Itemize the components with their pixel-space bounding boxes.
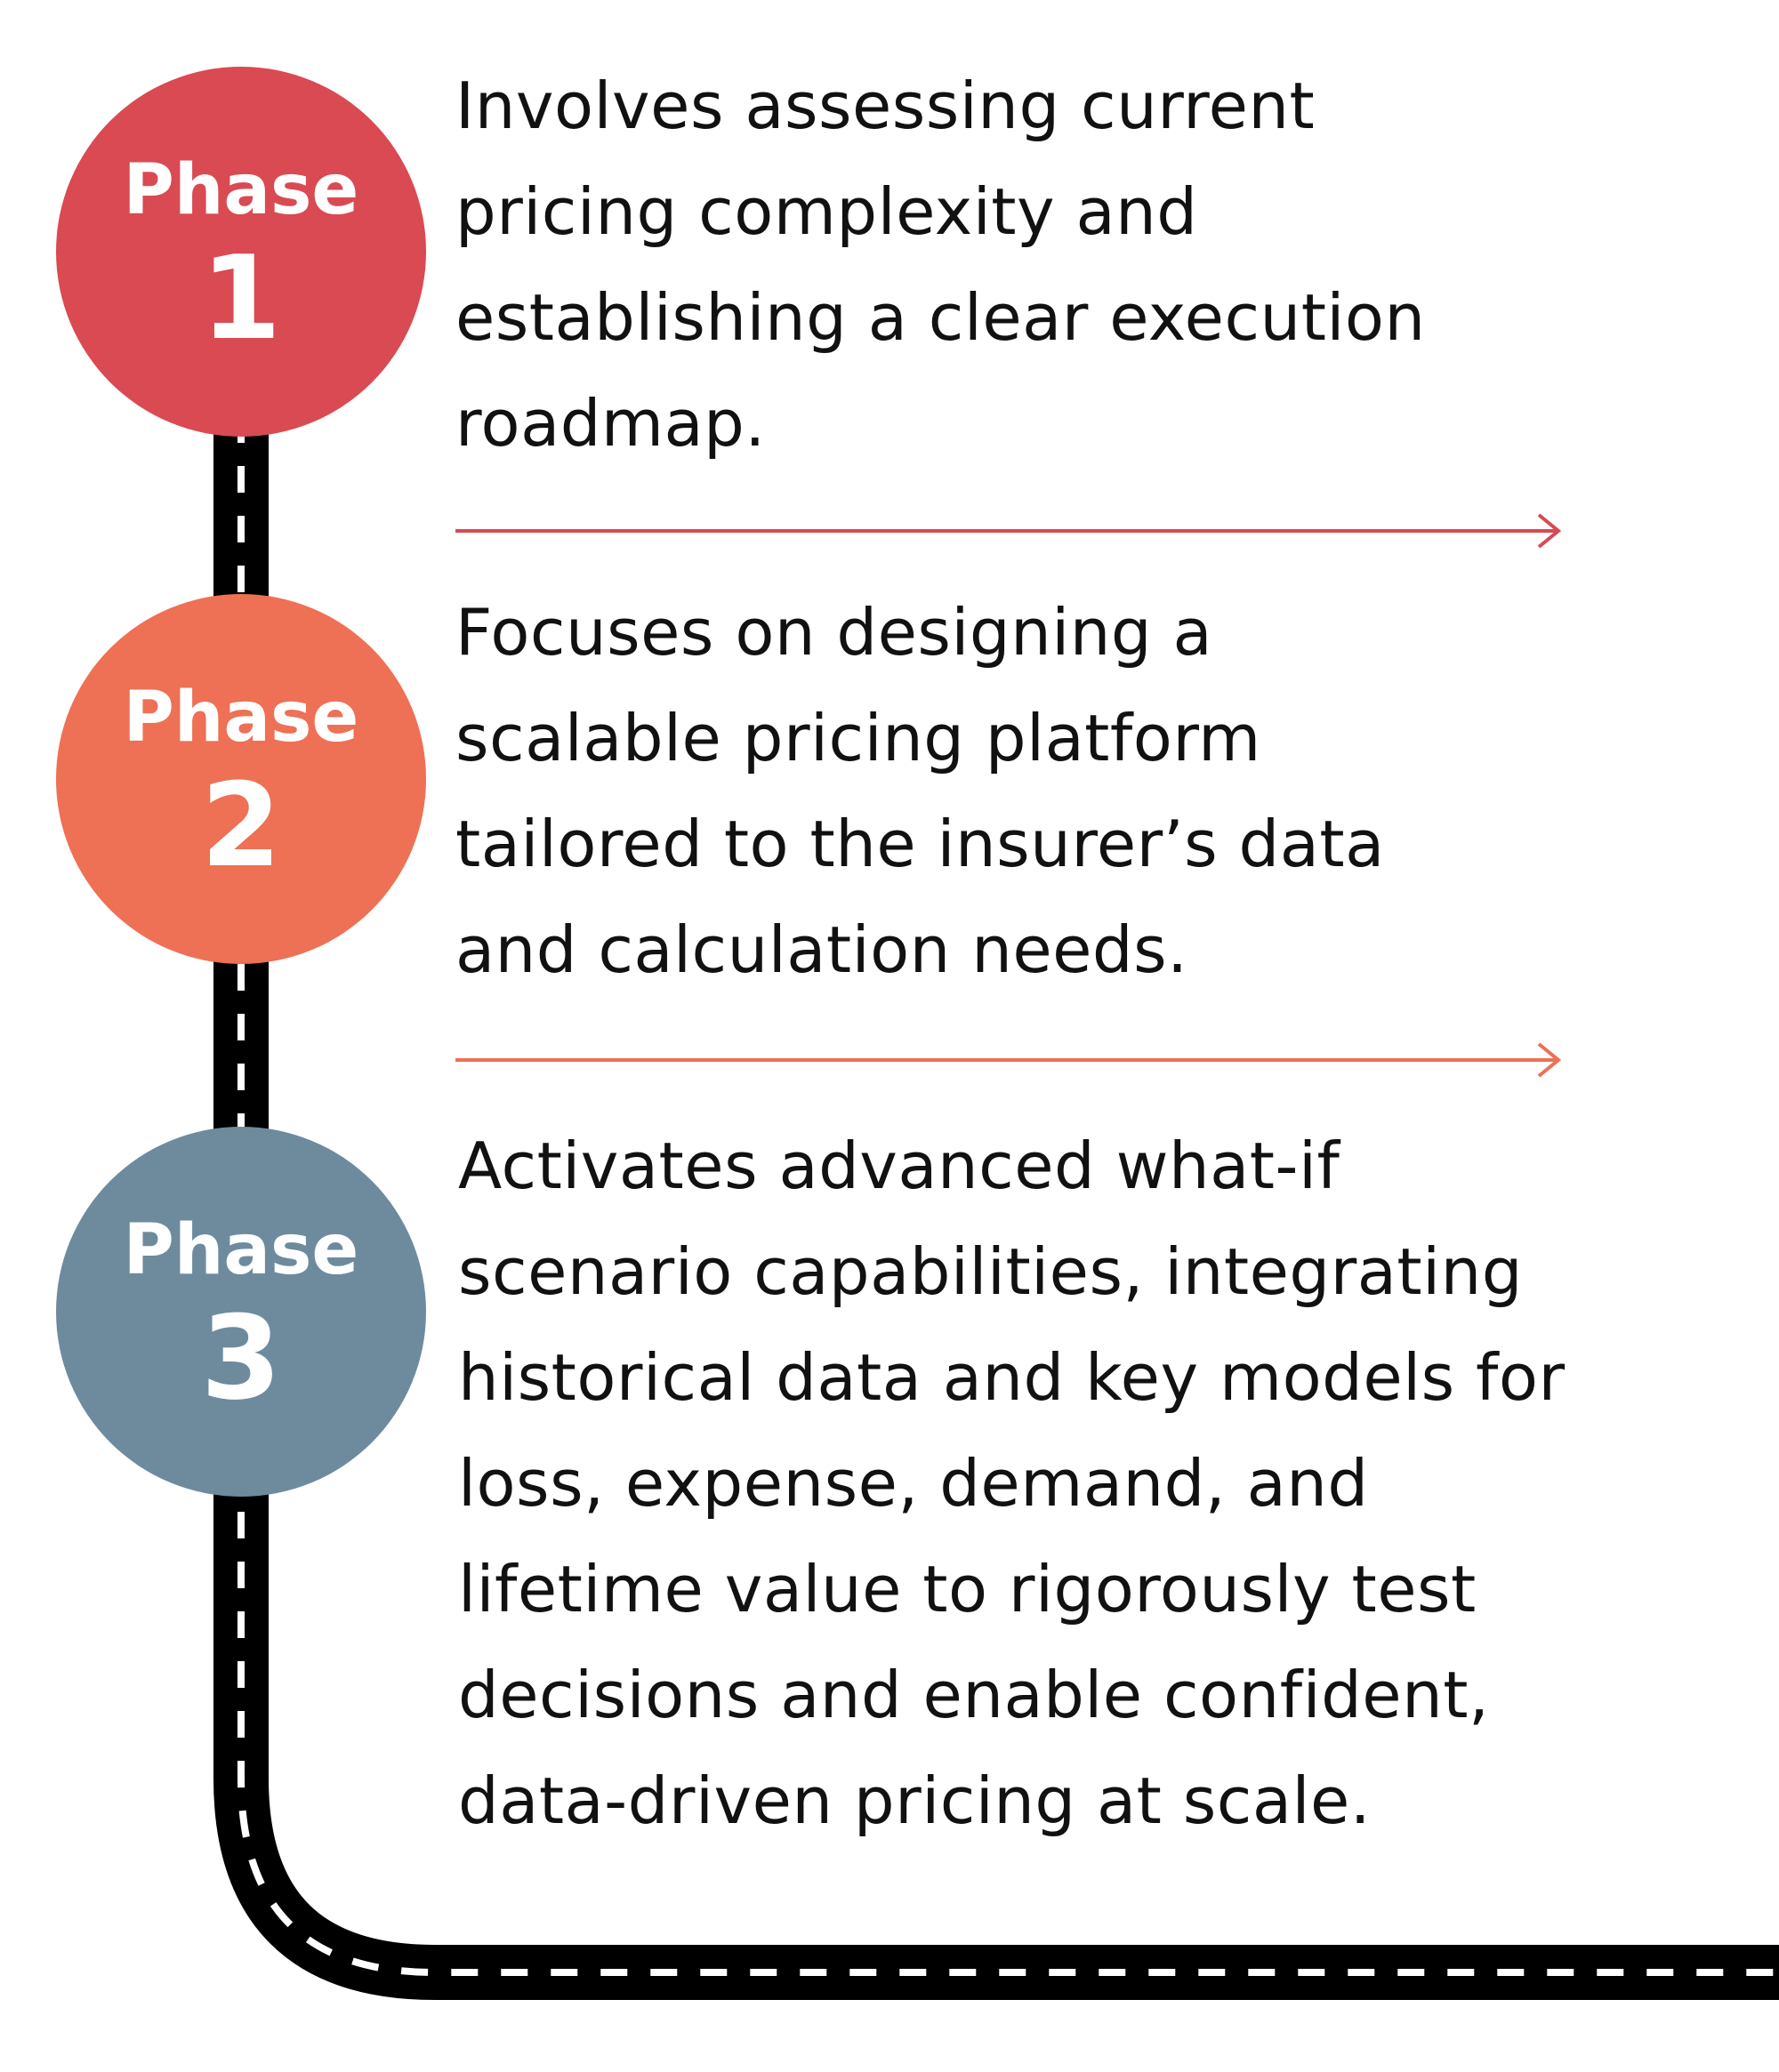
text-line: Activates advanced what-if — [458, 1128, 1340, 1203]
phase-number: 2 — [200, 758, 282, 893]
text-line: data-driven pricing at scale. — [458, 1763, 1372, 1838]
text-line: historical data and key models for — [458, 1340, 1566, 1415]
phase-3-description: Activates advanced what-if scenario capa… — [458, 1113, 1566, 1854]
text-line: establishing a clear execution — [455, 280, 1426, 355]
phase-1-badge: Phase 1 — [56, 67, 426, 437]
text-line: scalable pricing platform — [455, 701, 1261, 775]
text-line: and calculation needs. — [455, 912, 1188, 987]
phase-number: 1 — [200, 230, 282, 365]
phase-label: Phase — [123, 678, 359, 758]
arrow-right-icon — [455, 513, 1562, 549]
phase-label: Phase — [123, 150, 359, 230]
text-line: Focuses on designing a — [455, 595, 1213, 670]
text-line: roadmap. — [455, 386, 766, 461]
phase-3-badge: Phase 3 — [56, 1127, 426, 1497]
text-line: lifetime value to rigorously test — [458, 1552, 1477, 1626]
phase-label: Phase — [123, 1210, 359, 1290]
text-line: scenario capabilities, integrating — [458, 1234, 1523, 1309]
phase-2-badge: Phase 2 — [56, 594, 426, 964]
text-line: decisions and enable confident, — [458, 1658, 1490, 1732]
phase-1-description: Involves assessing current pricing compl… — [455, 53, 1426, 477]
phase-2-description: Focuses on designing a scalable pricing … — [455, 580, 1385, 1003]
text-line: pricing complexity and — [455, 174, 1198, 249]
arrow-right-icon — [455, 1042, 1562, 1078]
text-line: tailored to the insurer’s data — [455, 807, 1385, 881]
text-line: Involves assessing current — [455, 68, 1316, 143]
phase-number: 3 — [200, 1290, 282, 1426]
text-line: loss, expense, demand, and — [458, 1446, 1369, 1521]
